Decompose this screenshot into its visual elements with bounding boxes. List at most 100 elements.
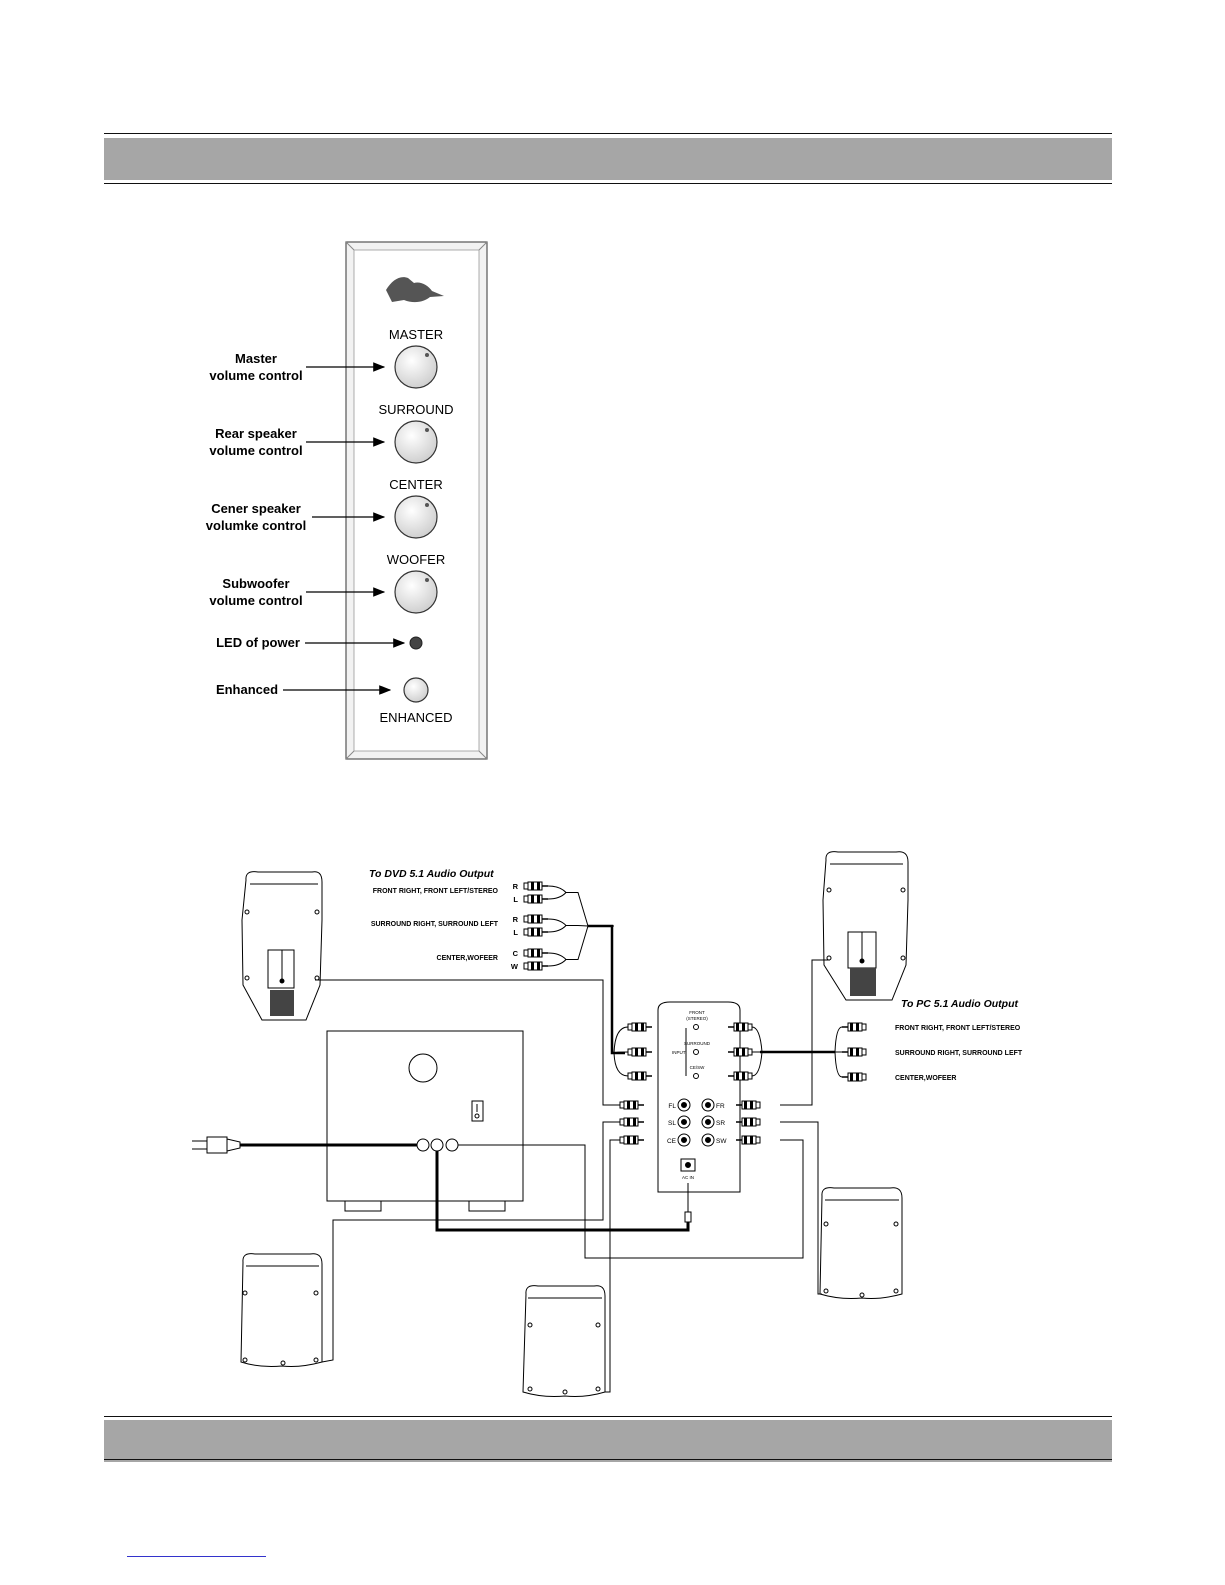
dvd-rca-plug (523, 961, 549, 971)
pc-plug-wire (834, 1051, 843, 1078)
volume-knob-1[interactable] (394, 420, 438, 464)
footer-link-underline[interactable] (127, 1556, 266, 1557)
callout-line1-4: LED of power (216, 635, 300, 650)
output-label-left-1: SL (668, 1120, 676, 1127)
volume-knob-0[interactable] (394, 345, 438, 389)
knob-indicator-1 (425, 428, 429, 432)
pc-output-title: To PC 5.1 Audio Output (901, 998, 1019, 1010)
callout-line1-1: Rear speaker (215, 426, 297, 441)
callout-line1-2: Cener speaker (211, 501, 301, 516)
dvd-bundle-wire (566, 925, 589, 927)
manta-logo (386, 277, 444, 303)
input-wire-left (613, 1026, 629, 1054)
dvd-plug-wire (547, 892, 567, 900)
pc-rca-plug (841, 1047, 867, 1057)
output-label-right-2: SW (716, 1138, 727, 1145)
dvd-plug-wire (547, 925, 567, 933)
enhanced-label: ENHANCED (380, 710, 453, 725)
pc-output-labels: FRONT RIGHT, FRONT LEFT/STEREO SURROUND R… (895, 1025, 1023, 1082)
output-plug-left (619, 1100, 645, 1110)
back-panel-labels: FRONT(STEREO)SURROUNDCE/SWINPUTFLSLCEFRS… (667, 1010, 727, 1180)
output-plug-left (619, 1117, 645, 1127)
dvd-bundle-wire (566, 892, 589, 927)
amplifier-back-panel (657, 1001, 741, 1193)
footer-rule-bottom (104, 1459, 1112, 1460)
pc-rca-plug (841, 1022, 867, 1032)
dvd-output-labels: FRONT RIGHT, FRONT LEFT/STEREORLSURROUND… (371, 882, 519, 971)
callout-line2-2: volumke control (206, 518, 306, 533)
power-plug (192, 1136, 417, 1154)
dvd-plug-wire (547, 918, 567, 926)
knob-indicator-2 (425, 503, 429, 507)
input-wire-right (751, 1051, 763, 1077)
output-label-left-2: CE (667, 1138, 677, 1145)
input-wire-right (751, 1026, 763, 1053)
dvd-plug-letter-1-0: R (513, 915, 519, 924)
input-wire-left (613, 1052, 629, 1077)
header-rule-top (104, 133, 1112, 134)
dvd-plug-wire (547, 885, 567, 893)
power-led (409, 636, 423, 650)
panel-input-label-1: SURROUND (684, 1041, 711, 1046)
connection-diagram (192, 851, 909, 1397)
pc-line-label-0: FRONT RIGHT, FRONT LEFT/STEREO (895, 1025, 1021, 1032)
speaker-front-left (241, 871, 323, 1021)
knob-indicator-3 (425, 578, 429, 582)
knob-label-1: SURROUND (378, 402, 453, 417)
pc-line-label-2: CENTER,WOFEER (895, 1075, 956, 1082)
speaker-front-right (822, 851, 909, 1001)
knob-label-2: CENTER (389, 477, 442, 492)
footer-band (104, 1420, 1112, 1462)
header-rule-bottom (104, 183, 1112, 184)
output-plug-left (619, 1135, 645, 1145)
speaker-rear-left (240, 1253, 323, 1367)
callout-line2-0: volume control (209, 368, 302, 383)
dvd-rca-plug (523, 948, 549, 958)
dvd-plug-letter-0-0: R (513, 882, 519, 891)
panel-input-label-0: (STEREO) (686, 1016, 708, 1021)
dvd-group-label-0: FRONT RIGHT, FRONT LEFT/STEREO (373, 888, 499, 895)
panel-input-word: INPUT (672, 1050, 686, 1055)
dvd-rca-plug (523, 927, 549, 937)
knob-label-3: WOOFER (387, 552, 446, 567)
dvd-plug-letter-0-1: L (513, 895, 518, 904)
dvd-output-title: To DVD 5.1 Audio Output (369, 868, 494, 880)
pc-rca-plug (841, 1072, 867, 1082)
dvd-group-label-2: CENTER,WOFEER (437, 955, 498, 962)
input-plug-left (627, 1071, 653, 1081)
pc-plug-wire (834, 1026, 843, 1053)
dvd-plug-wire (547, 952, 567, 960)
callout-line1-5: Enhanced (216, 682, 278, 697)
enhanced-button[interactable] (403, 677, 429, 703)
input-plug-left (627, 1047, 653, 1057)
front-panel: MASTER SURROUND CENTER WOOFER ENHANCED (345, 241, 488, 760)
dvd-bundle-wire (566, 925, 589, 960)
dvd-rca-plug (523, 881, 549, 891)
dvd-plug-letter-1-1: L (513, 928, 518, 937)
dvd-rca-plug (523, 914, 549, 924)
dvd-group-label-1: SURROUND RIGHT, SURROUND LEFT (371, 921, 499, 928)
callout-line2-3: volume control (209, 593, 302, 608)
dvd-rca-plug (523, 894, 549, 904)
knob-label-0: MASTER (389, 327, 443, 342)
speaker-rear-right (819, 1187, 903, 1299)
volume-knob-3[interactable] (394, 570, 438, 614)
panel-input-label-2: CE/SW (690, 1065, 706, 1070)
dvd-plug-letter-2-0: C (513, 949, 519, 958)
callout-line2-1: volume control (209, 443, 302, 458)
callout-line1-0: Master (235, 351, 277, 366)
callout-line1-3: Subwoofer (222, 576, 289, 591)
output-label-left-0: FL (668, 1103, 676, 1110)
pc-line-label-1: SURROUND RIGHT, SURROUND LEFT (895, 1050, 1023, 1057)
output-label-right-1: SR (716, 1120, 725, 1127)
header-band (104, 138, 1112, 180)
input-plug-left (627, 1022, 653, 1032)
rca-plugs (523, 881, 867, 1145)
footer-rule-top (104, 1416, 1112, 1417)
volume-knob-2[interactable] (394, 495, 438, 539)
knob-indicator-0 (425, 353, 429, 357)
input-wire-left (613, 1051, 629, 1054)
panel-input-label-0: FRONT (689, 1010, 705, 1015)
